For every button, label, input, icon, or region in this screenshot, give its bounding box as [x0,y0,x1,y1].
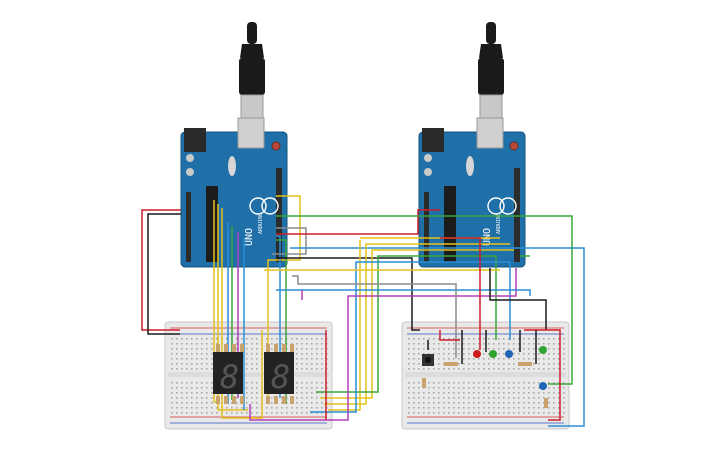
wire-yellow [328,240,361,411]
wire-red [276,209,440,235]
pushbutton-icon [422,354,434,366]
wire-black [276,257,420,331]
wire-gray [292,275,457,358]
usb-plug-icon [239,22,265,121]
wire-purple [249,268,517,421]
wire-yellow [217,204,248,411]
wire-black [489,268,547,330]
board-logo: UNO [244,228,255,246]
led-blue-icon [505,350,513,358]
reset-button-icon [271,141,281,151]
usb-plug-icon [478,22,504,121]
seven-segment-left: 8 [213,352,243,396]
led-green-icon [489,350,497,358]
breadboard-left [164,321,333,430]
seven-segment-right: 8 [264,352,294,396]
resistor-icon [216,344,294,404]
chip-icon [444,186,456,262]
led-green-icon [539,346,547,354]
wire-red [439,330,460,341]
board-brand: ARDUINO [496,213,502,234]
board-logo: UNO [482,228,493,246]
reset-button-icon [509,141,519,151]
wire-blue [290,247,585,427]
wire-green [316,255,497,393]
wire-yellow [324,243,510,405]
wire-red [141,209,181,331]
led-blue-icon [539,382,547,390]
breadboard-right [401,321,570,430]
arduino-uno-right: UNO ARDUINO [418,117,526,268]
arduino-uno-left: UNO ARDUINO [180,117,288,268]
leds [473,346,547,390]
wire-gray [272,227,307,255]
digit-value: 8 [271,358,290,396]
digit-value: 8 [220,358,239,396]
wire-black [147,213,181,335]
wire-red [524,329,561,421]
wire-red [440,237,481,350]
wire-yellow [320,249,514,399]
wire-blue [276,235,281,398]
wire-blue [310,261,511,413]
resistor-icon [422,362,548,408]
wire-yellow [221,208,263,419]
wire-yellow [267,195,301,404]
chip-icon [206,186,218,262]
wire-blue [276,289,531,296]
board-brand: ARDUINO [258,213,264,234]
led-red-icon [473,350,481,358]
